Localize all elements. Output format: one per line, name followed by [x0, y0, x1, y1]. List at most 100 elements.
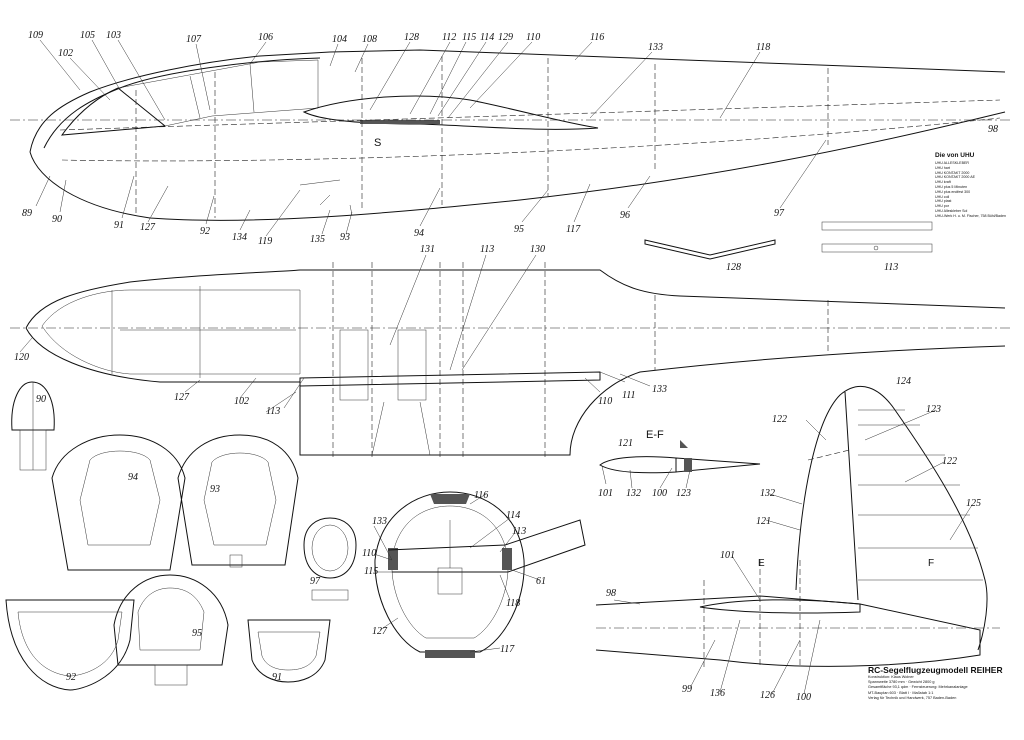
- plan-constructor: Konstruktion: Klaus Wolner: [868, 675, 914, 679]
- label-121-fin: 121: [756, 516, 771, 527]
- label-104: 104: [332, 34, 347, 45]
- label-131: 131: [420, 244, 435, 255]
- label-127-section: 127: [372, 626, 388, 637]
- label-110: 110: [526, 32, 540, 43]
- label-100: 100: [652, 488, 667, 499]
- label-114: 114: [480, 32, 494, 43]
- label-113-part: 113: [884, 262, 898, 273]
- info-item: UHU plus 5 Minuten: [935, 184, 968, 189]
- label-113-section: 113: [512, 526, 526, 537]
- label-121: 121: [618, 438, 633, 449]
- label-93-former: 93: [210, 484, 220, 495]
- ef-section: [599, 440, 761, 474]
- label-100-fin: 100: [796, 692, 811, 703]
- mark-e: E: [758, 558, 765, 569]
- label-130: 130: [530, 244, 545, 255]
- label-114-section: 114: [506, 510, 520, 521]
- label-90: 90: [52, 214, 62, 225]
- label-96: 96: [620, 210, 630, 221]
- label-118: 118: [756, 42, 770, 53]
- info-item: UHU Alleskleber Sol: [935, 208, 968, 213]
- label-110-section: 110: [362, 548, 376, 559]
- label-117: 117: [566, 224, 581, 235]
- label-102: 102: [58, 48, 73, 59]
- plan-spec-line: MT-Bauplan 603 · Blatt I · Maßstab 1:1: [868, 690, 934, 695]
- mark-s: S: [374, 137, 381, 149]
- info-item: UHU por: [935, 204, 949, 209]
- info-item: UHU plast: [935, 199, 952, 204]
- label-102-top: 102: [234, 396, 249, 407]
- plan-spec-line: Gesamtfläche 93,1 qdm · Fernsteuerung: M…: [868, 685, 968, 690]
- info-item: UHU coll: [935, 194, 950, 199]
- label-129: 129: [498, 32, 513, 43]
- label-133-top: 133: [652, 384, 667, 395]
- label-99: 99: [682, 684, 692, 695]
- plan-spec-line: Verlag für Technik und Handwerk, 757 Bad…: [868, 695, 957, 700]
- label-135: 135: [310, 234, 325, 245]
- label-127-top: 127: [174, 392, 190, 403]
- label-92: 92: [200, 226, 210, 237]
- label-101-fin: 101: [720, 550, 735, 561]
- label-115-section: 115: [364, 566, 378, 577]
- uhu-info-box: Die von UHU UHU ALLESKLEBER UHU hart UHU…: [935, 152, 1021, 219]
- label-103: 103: [106, 30, 121, 41]
- info-heading: Die von UHU: [935, 152, 975, 159]
- label-126: 126: [760, 690, 775, 701]
- label-123: 123: [676, 488, 691, 499]
- label-125: 125: [966, 498, 981, 509]
- label-61: 61: [536, 576, 546, 587]
- title-block: RC-Segelflugzeugmodell REIHER Konstrukti…: [868, 665, 1024, 701]
- label-128-part: 128: [726, 262, 741, 273]
- info-item: UHU kraft: [935, 180, 951, 185]
- label-132-fin: 132: [760, 488, 775, 499]
- label-113-top: 113: [480, 244, 494, 255]
- label-106: 106: [258, 32, 273, 43]
- label-98: 98: [988, 124, 998, 135]
- label-97: 97: [774, 208, 785, 219]
- info-item: UHU KONTAKT 2000: [935, 170, 970, 175]
- part-labels: 109 102 105 103 107 106 104 108 128 112 …: [14, 30, 998, 703]
- label-119: 119: [258, 236, 272, 247]
- label-101: 101: [598, 488, 613, 499]
- label-123-fin: 123: [926, 404, 941, 415]
- label-116-section: 116: [474, 490, 488, 501]
- leader-lines: [19, 39, 973, 695]
- label-105: 105: [80, 30, 95, 41]
- label-108: 108: [362, 34, 377, 45]
- fin-rudder: [595, 385, 1000, 668]
- label-98-tail: 98: [606, 588, 616, 599]
- label-113-side: 113: [266, 406, 280, 417]
- label-128: 128: [404, 32, 419, 43]
- label-97-former: 97: [310, 576, 321, 587]
- plan-title: RC-Segelflugzeugmodell REIHER: [868, 665, 1003, 675]
- label-89: 89: [22, 208, 32, 219]
- fuselage-cross-section: [374, 491, 586, 658]
- formers-group: [5, 381, 357, 691]
- label-90-former: 90: [36, 394, 46, 405]
- label-134: 134: [232, 232, 247, 243]
- fuselage-top-view: [10, 262, 1010, 458]
- label-111: 111: [622, 390, 636, 401]
- label-109: 109: [28, 30, 43, 41]
- label-132: 132: [626, 488, 641, 499]
- label-107: 107: [186, 34, 202, 45]
- label-136: 136: [710, 688, 725, 699]
- info-item: UHU hart: [935, 165, 950, 170]
- label-95: 95: [514, 224, 524, 235]
- label-124: 124: [896, 376, 911, 387]
- info-item: UHU ALLESKLEBER: [935, 161, 969, 165]
- label-94: 94: [414, 228, 424, 239]
- label-122: 122: [772, 414, 787, 425]
- label-118-section: 118: [506, 598, 520, 609]
- parts-128-113: [644, 221, 933, 260]
- label-95-former: 95: [192, 628, 202, 639]
- info-item: UHU-Werk H. u. M. Fischer, 758 Bühl/Bade…: [935, 213, 1007, 218]
- label-122-fin: 122: [942, 456, 957, 467]
- label-127: 127: [140, 222, 156, 233]
- label-133-section: 133: [372, 516, 387, 527]
- label-91: 91: [114, 220, 124, 231]
- mark-f: F: [928, 558, 934, 569]
- fuselage-side-view: [10, 49, 1010, 221]
